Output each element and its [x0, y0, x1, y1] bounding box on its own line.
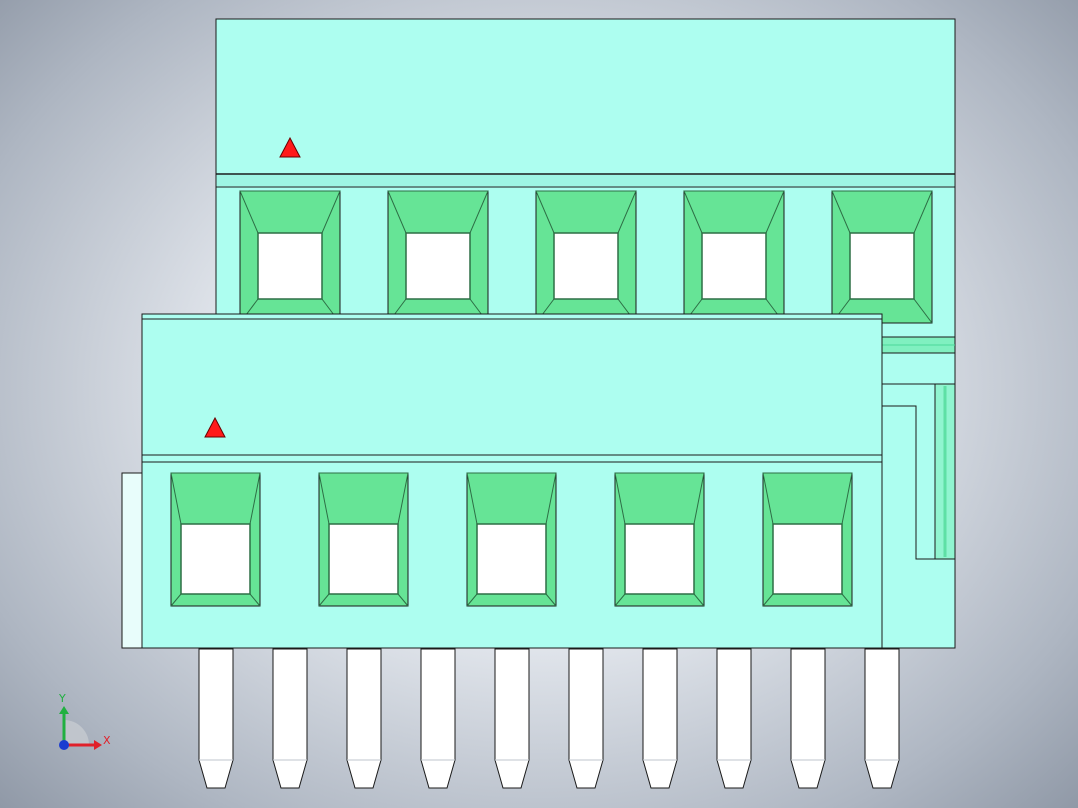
front-connector-marker-icon [204, 416, 226, 438]
back-connector-marker-icon [279, 136, 301, 158]
pin [642, 648, 678, 789]
pin [864, 648, 900, 789]
pin [494, 648, 530, 789]
triad-arc-icon [64, 720, 89, 745]
back-cavity-opening [701, 232, 767, 300]
back-cavity-opening [257, 232, 323, 300]
pin [716, 648, 752, 789]
front-cavity-opening [624, 523, 695, 595]
back-cavity [535, 190, 637, 324]
front-cavity [170, 472, 261, 607]
front-cavity-opening [476, 523, 547, 595]
front-cavity-row [170, 472, 853, 607]
pin [346, 648, 382, 789]
front-cavity [614, 472, 705, 607]
front-connector-side-flange [121, 472, 143, 649]
front-cavity-opening [180, 523, 251, 595]
triad-y-label: Y [58, 692, 66, 705]
back-cavity [239, 190, 341, 324]
back-cavity [387, 190, 489, 324]
back-cavity-opening [553, 232, 619, 300]
pin [790, 648, 826, 789]
pin [198, 648, 234, 789]
front-cavity-opening [772, 523, 843, 595]
triad-z-axis-icon [59, 740, 69, 750]
front-connector[interactable] [121, 313, 883, 649]
back-cavity-opening [849, 232, 915, 300]
front-cavity-opening [328, 523, 399, 595]
back-cavity-opening [405, 232, 471, 300]
front-cavity [318, 472, 409, 607]
back-cavity [831, 190, 933, 324]
front-cavity [466, 472, 557, 607]
back-cavity [683, 190, 785, 324]
pin [420, 648, 456, 789]
coordinate-triad[interactable]: X Y [58, 692, 111, 750]
front-cavity [762, 472, 853, 607]
pin-row [198, 648, 900, 789]
pin [568, 648, 604, 789]
pin [272, 648, 308, 789]
triad-x-label: X [103, 734, 111, 747]
